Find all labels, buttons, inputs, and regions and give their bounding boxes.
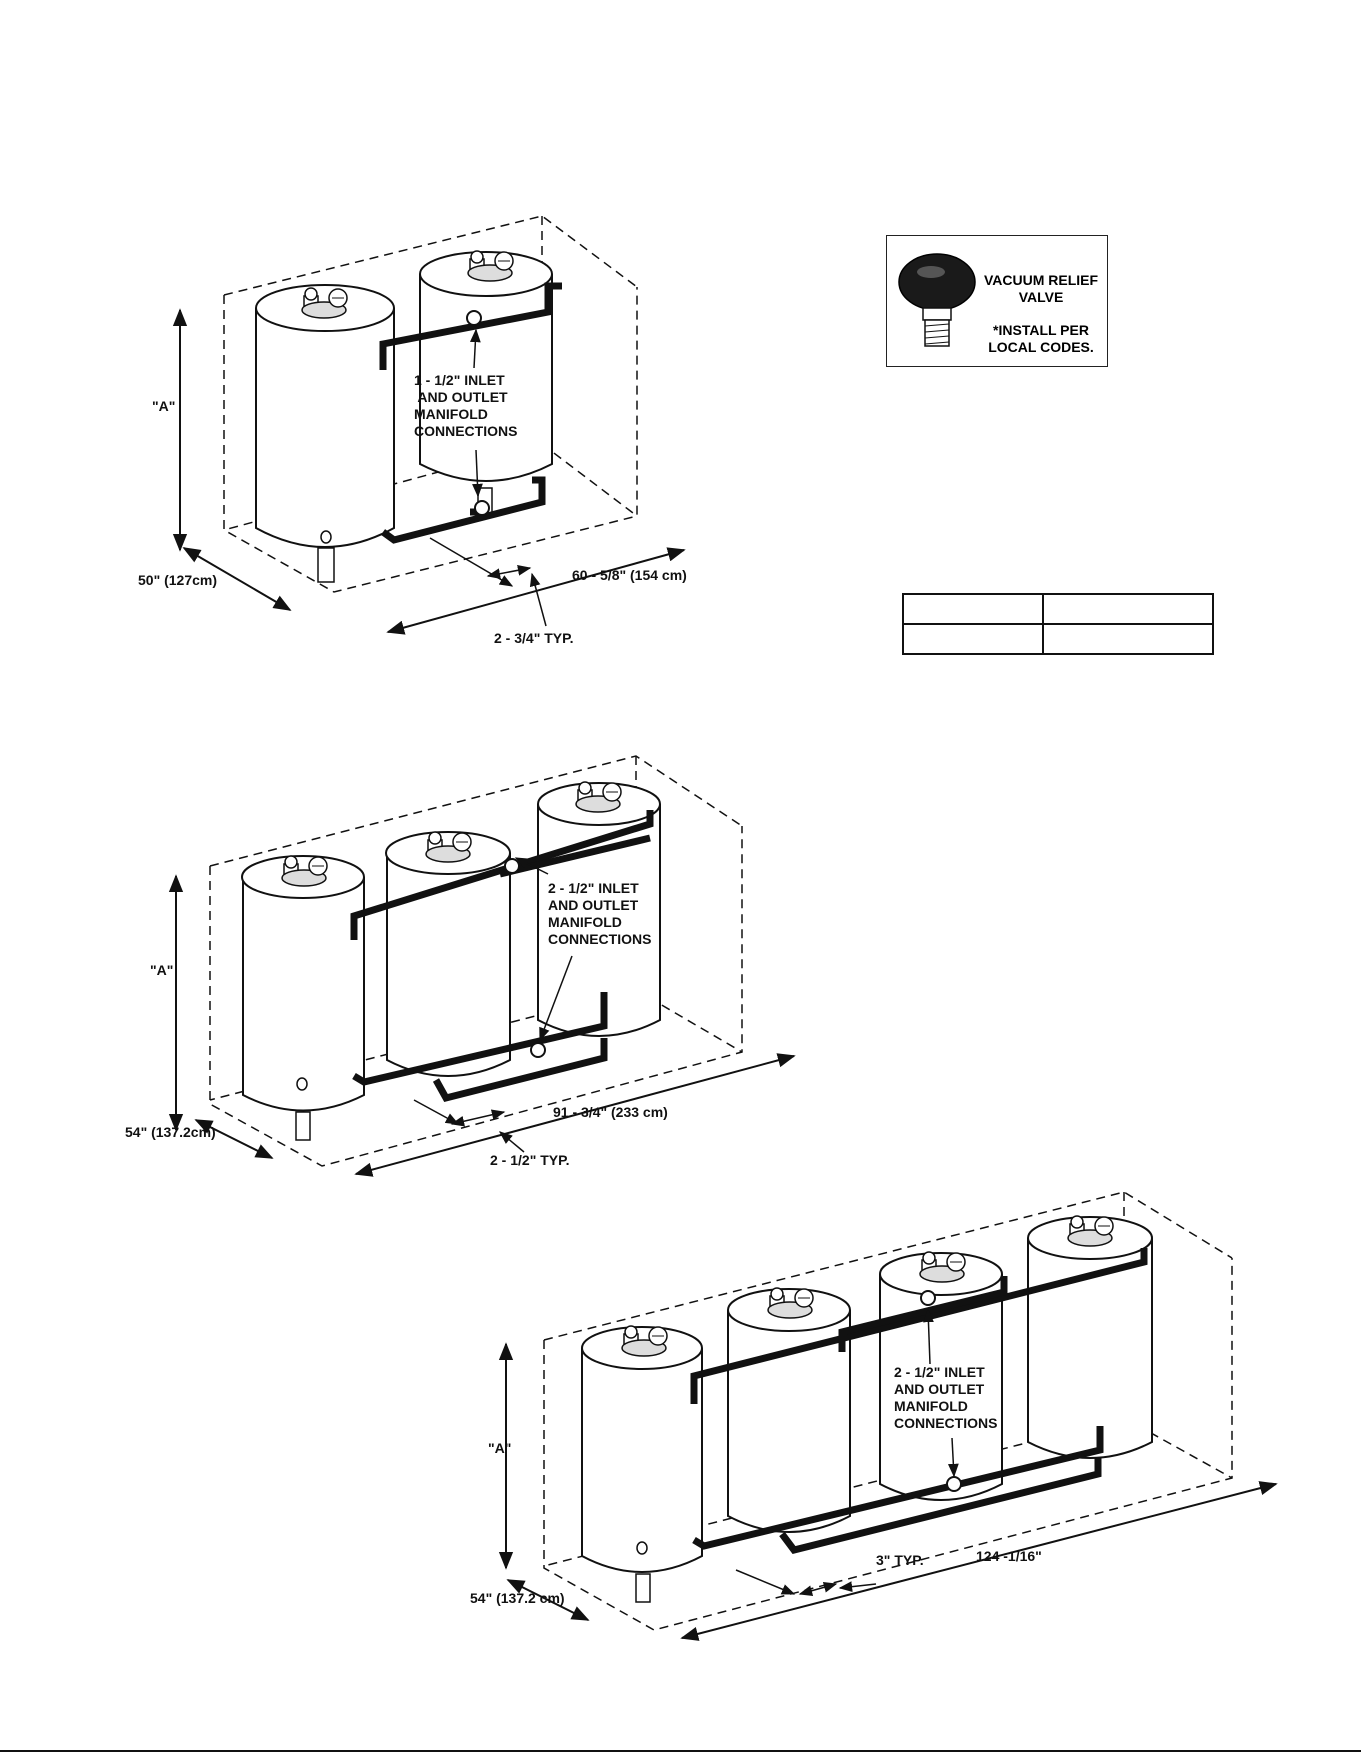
three-tank-spacing-label: 2 - 1/2" TYP.	[490, 1152, 570, 1168]
vacuum-relief-valve-icon	[898, 253, 976, 347]
three-tank-height-label: "A"	[150, 962, 174, 978]
four-tank-manifold-label: 2 - 1/2" INLET AND OUTLET MANIFOLD CONNE…	[894, 1364, 998, 1431]
two-tank-depth-label: 50" (127cm)	[138, 572, 218, 588]
table-cell	[902, 593, 1044, 625]
vacuum-relief-inset: VACUUM RELIEF VALVE *INSTALL PER LOCAL C…	[886, 235, 1108, 367]
four-tank-width-label: 124 -1/16"	[976, 1548, 1042, 1564]
two-tank-spacing-label: 2 - 3/4" TYP.	[494, 630, 574, 646]
two-tank-width-label: 60 - 5/8" (154 cm)	[572, 567, 687, 583]
table-cell	[1042, 623, 1214, 655]
four-tank-spacing-label: 3" TYP.	[876, 1552, 924, 1568]
spec-table	[902, 593, 1214, 655]
three-tank-diagram	[168, 755, 796, 1177]
four-tank-diagram	[498, 1191, 1278, 1641]
table-cell	[902, 623, 1044, 655]
four-tank-height-label: "A"	[488, 1440, 512, 1456]
four-tank-depth-label: 54" (137.2 cm)	[470, 1590, 565, 1606]
vacuum-relief-title: VACUUM RELIEF VALVE	[983, 272, 1099, 305]
table-cell	[1042, 593, 1214, 625]
table-row	[902, 623, 1214, 655]
table-row	[902, 593, 1214, 625]
two-tank-manifold-label: 1 - 1/2" INLET AND OUTLET MANIFOLD CONNE…	[414, 372, 518, 439]
three-tank-manifold-label: 2 - 1/2" INLET AND OUTLET MANIFOLD CONNE…	[548, 880, 652, 947]
three-tank-depth-label: 54" (137.2cm)	[125, 1124, 216, 1140]
vacuum-relief-note: *INSTALL PER LOCAL CODES.	[988, 322, 1094, 355]
three-tank-width-label: 91 - 3/4" (233 cm)	[553, 1104, 668, 1120]
footer-rule	[0, 1750, 1361, 1752]
two-tank-diagram	[172, 215, 686, 635]
two-tank-height-label: "A"	[152, 398, 176, 414]
